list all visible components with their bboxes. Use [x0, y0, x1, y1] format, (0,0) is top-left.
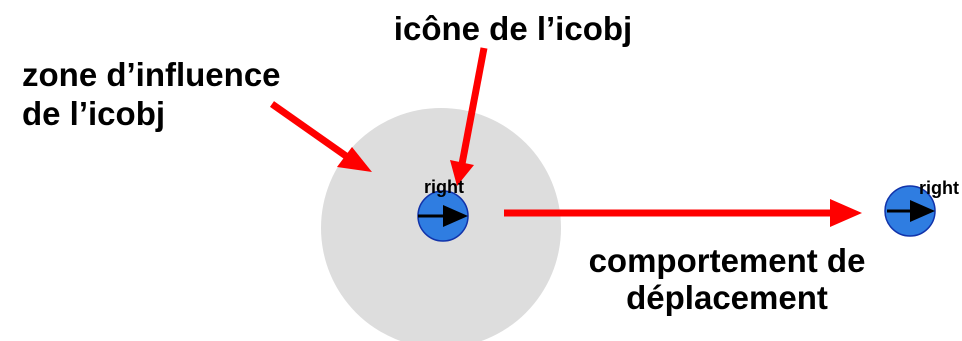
behavior-label-line2: déplacement: [626, 279, 828, 316]
icobj-moved-label: right: [919, 178, 959, 198]
zone-label-line2: de l’icobj: [22, 95, 165, 132]
right-arrow-icon: [887, 200, 935, 222]
movement-arrow: [504, 199, 862, 227]
right-arrow-icon: [418, 205, 468, 227]
behavior-label-line1: comportement de: [589, 242, 866, 279]
zone-pointer-arrow: [269, 101, 372, 172]
icobj-label: right: [424, 177, 464, 197]
icobj: right: [417, 177, 469, 242]
zone-label-line1: zone d’influence: [22, 56, 281, 93]
icon-title-label: icône de l’icobj: [394, 10, 632, 47]
icon-pointer-arrow: [450, 47, 488, 186]
icobj-moved: right: [884, 178, 959, 237]
